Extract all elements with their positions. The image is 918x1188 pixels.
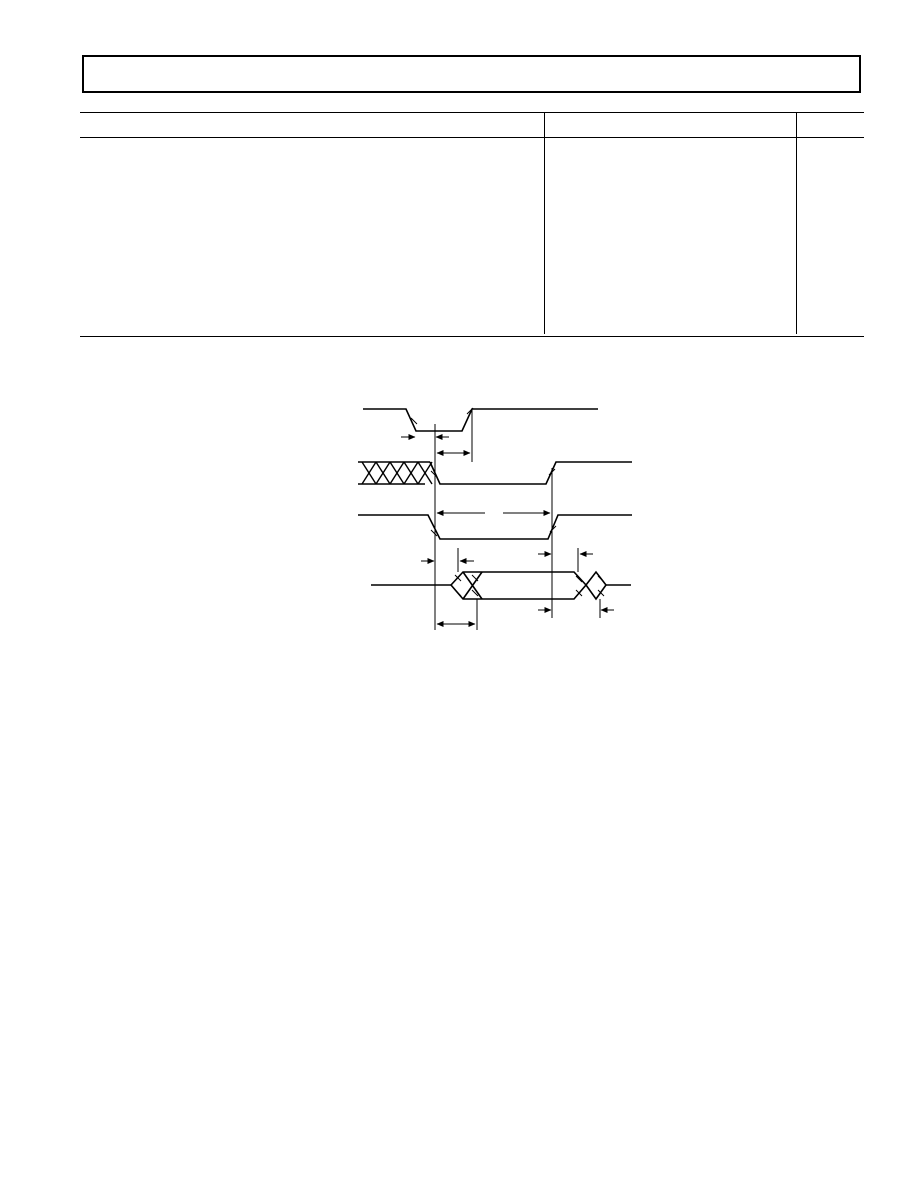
timing-diagram	[358, 407, 632, 630]
signal-1-waveform	[363, 408, 598, 432]
signal-4-tick-g	[597, 575, 605, 583]
signal-4-transition-x2	[462, 571, 483, 600]
signal-2-dont-care-hatch	[358, 461, 433, 485]
signal-4-tick-b	[454, 589, 462, 597]
signal-4-data-window	[449, 571, 588, 600]
signal-3-tick-a	[430, 529, 438, 537]
signal-4-tick-a	[454, 574, 462, 582]
signal-4-tick-e	[575, 575, 583, 583]
table-column-divider-2	[796, 112, 797, 334]
signal-1-tick-a	[410, 417, 418, 425]
spec-table	[80, 112, 864, 337]
signal-2-tick-a	[430, 470, 438, 478]
signal-4-tick-h	[597, 589, 605, 597]
signal-1-tick-b	[466, 407, 474, 415]
table-bottom-rule	[80, 336, 864, 337]
signal-2-waveform	[429, 461, 632, 485]
timing-arrows	[401, 434, 614, 627]
table-top-rule	[80, 112, 864, 113]
signal-4-tick-d	[471, 589, 479, 597]
signal-4-tick-c	[471, 574, 479, 582]
table-header-rule	[80, 137, 864, 138]
table-column-divider-1	[544, 112, 545, 334]
signal-3-waveform	[358, 514, 632, 540]
page-header-box	[82, 55, 861, 93]
signal-3-tick-b	[549, 525, 557, 533]
signal-4-tick-f	[575, 589, 583, 597]
